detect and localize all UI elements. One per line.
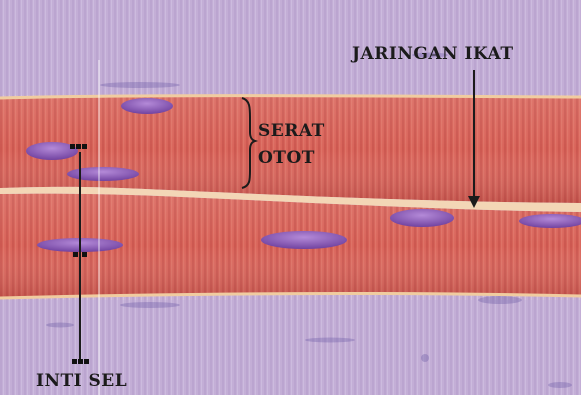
connective-tissue-label: JARINGAN IKAT (352, 44, 513, 64)
muscle-fiber-label-line1: SERAT (258, 118, 325, 145)
nucleus (121, 98, 173, 114)
muscle-fiber-label-line2: OTOT (258, 145, 325, 172)
nucleus (261, 231, 347, 249)
nucleus (390, 209, 454, 227)
nucleus-label: INTI SEL (36, 371, 127, 391)
nucleus (67, 167, 139, 181)
muscle-fiber-label: SERAT OTOT (258, 118, 325, 172)
